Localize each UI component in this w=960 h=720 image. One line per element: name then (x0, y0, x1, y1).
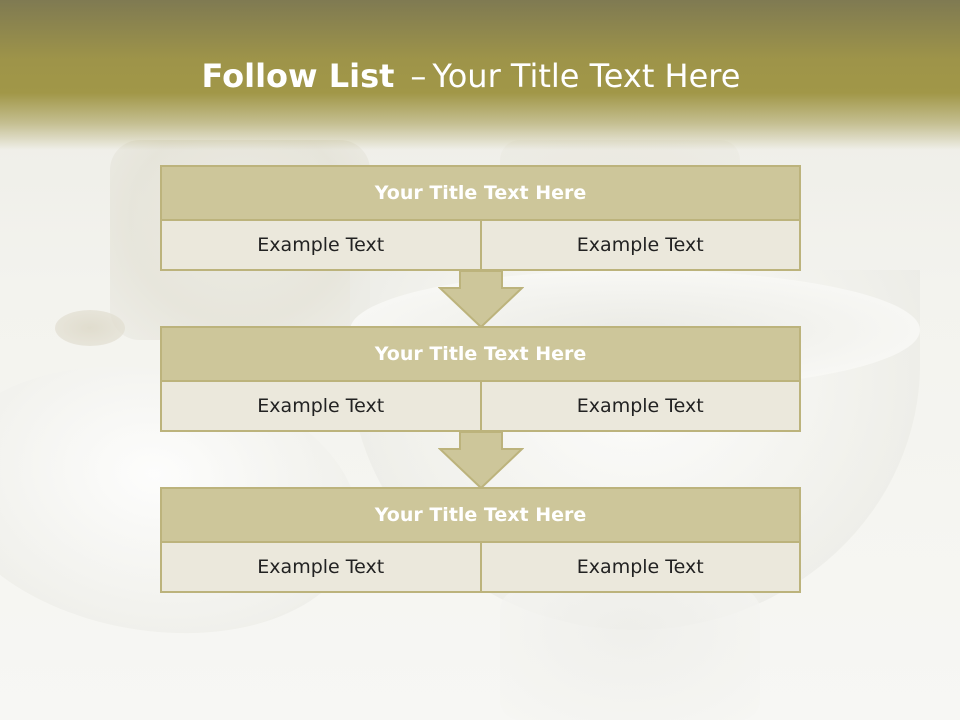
step-text-right: Example Text (479, 221, 800, 269)
background-bowl-base (500, 590, 760, 720)
step-title: Your Title Text Here (160, 165, 801, 221)
step-text-left: Example Text (257, 556, 385, 578)
step-row: Example Text Example Text (160, 382, 801, 432)
down-arrow-icon (438, 431, 524, 489)
step-title: Your Title Text Here (160, 326, 801, 382)
step-text-left: Example Text (257, 234, 385, 256)
step-box-2: Your Title Text Here Example Text Exampl… (160, 326, 801, 432)
step-text-left: Example Text (257, 395, 385, 417)
step-box-1: Your Title Text Here Example Text Exampl… (160, 165, 801, 271)
step-title: Your Title Text Here (160, 487, 801, 543)
slide-title-dash: – (410, 57, 427, 95)
step-row: Example Text Example Text (160, 543, 801, 593)
step-text-right: Example Text (479, 543, 800, 591)
step-text-right: Example Text (479, 382, 800, 430)
slide-title-bold: Follow List (201, 57, 395, 95)
background-knob (55, 310, 125, 346)
step-row: Example Text Example Text (160, 221, 801, 271)
step-box-3: Your Title Text Here Example Text Exampl… (160, 487, 801, 593)
slide-title-rest: Your Title Text Here (432, 57, 741, 95)
slide-title: Follow List–Your Title Text Here (0, 56, 942, 96)
header-band (0, 0, 960, 150)
down-arrow-icon (438, 270, 524, 328)
